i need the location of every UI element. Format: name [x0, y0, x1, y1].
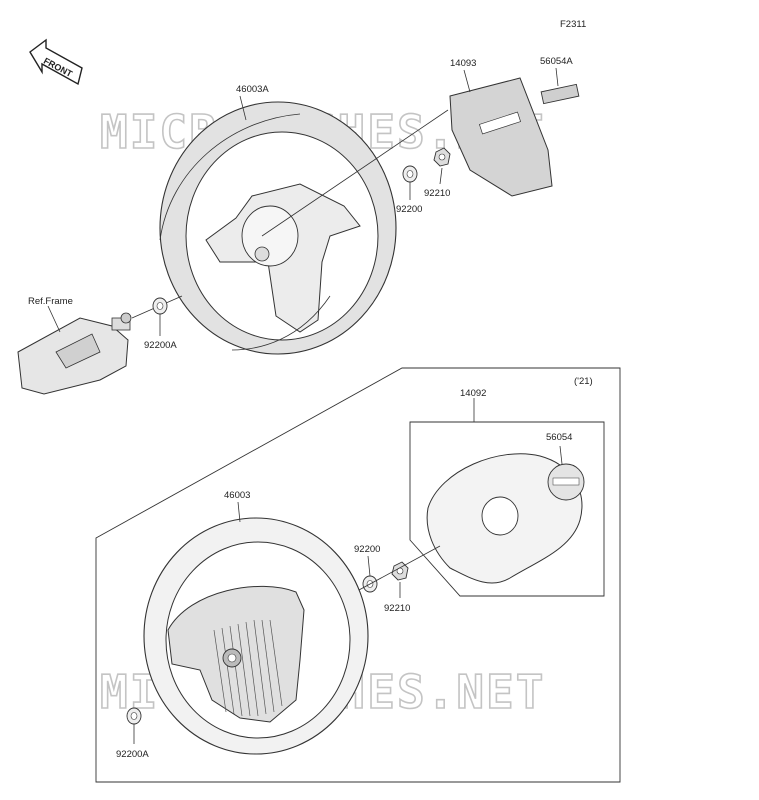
label-56054: 56054: [546, 432, 572, 443]
steering-wheel-46003a: [159, 101, 397, 355]
leader-wheel-a: [261, 109, 449, 237]
label-92210-b: 92210: [384, 603, 410, 614]
label-46003a: 46003A: [236, 84, 269, 95]
washer-92200a-a: [152, 297, 168, 315]
label-14093: 14093: [450, 58, 476, 69]
emblem-56054a: [540, 83, 580, 105]
label-92200a-a: 92200A: [144, 340, 177, 351]
variant-frame: [95, 367, 621, 783]
label-92200a-b: 92200A: [116, 749, 149, 760]
steering-wheel-46003: [143, 517, 369, 755]
label-46003: 46003: [224, 490, 250, 501]
washer-92200-b: [362, 575, 378, 593]
nut-92210-b: [391, 561, 409, 581]
figure-code: F2311: [560, 19, 586, 30]
horn-cover-14092: [426, 453, 583, 584]
label-92200-b: 92200: [354, 544, 380, 555]
washer-92200a-b: [126, 707, 142, 725]
label-14092: 14092: [460, 388, 486, 399]
label-ref-frame: Ref.Frame: [28, 296, 73, 307]
emblem-56054: [547, 463, 585, 501]
horn-cover-14093: [449, 77, 553, 197]
label-92200-a: 92200: [396, 204, 422, 215]
cover-box: [409, 421, 605, 597]
washer-92200-a: [402, 165, 418, 183]
label-56054a: 56054A: [540, 56, 573, 67]
year-note: ('21): [574, 376, 593, 387]
label-92210-a: 92210: [424, 188, 450, 199]
nut-92210-a: [433, 147, 451, 167]
front-arrow-icon: FRONT: [29, 38, 83, 86]
steering-column: [17, 312, 132, 395]
